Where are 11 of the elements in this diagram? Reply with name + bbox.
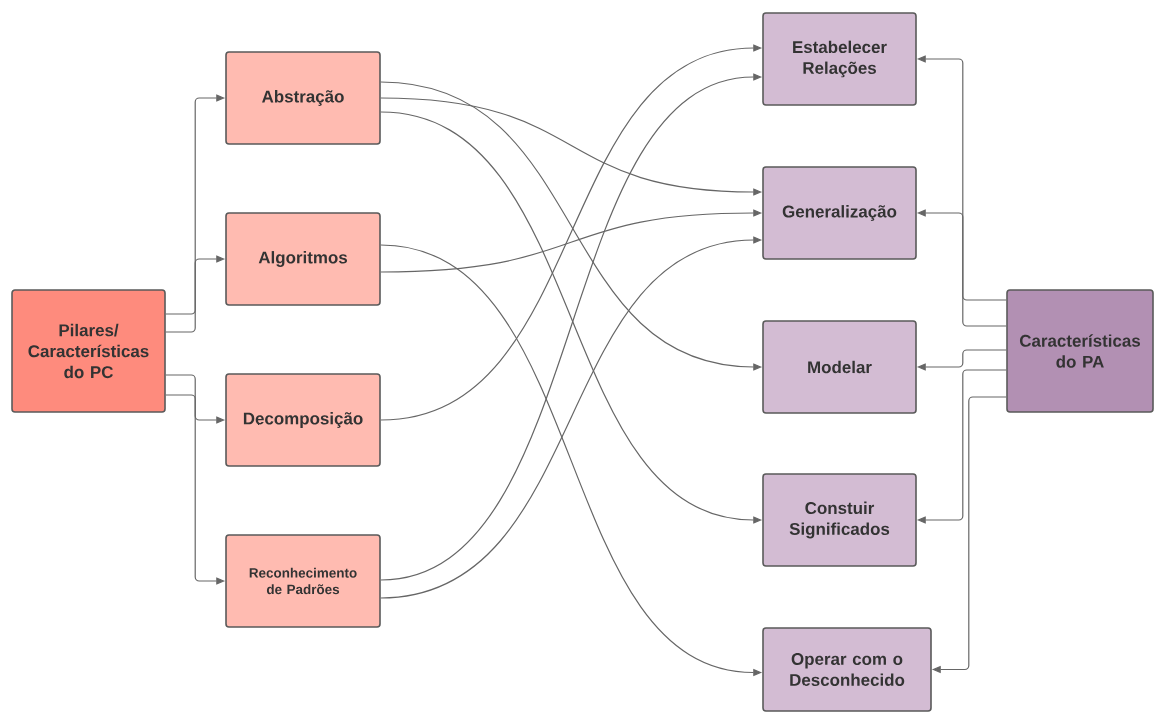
process-box: Reconhecimento de Padrões bbox=[225, 534, 381, 628]
process-box: Decomposição bbox=[225, 373, 381, 467]
process-box: Modelar bbox=[762, 320, 917, 414]
process-box: Constuir Significados bbox=[762, 473, 917, 567]
root-box: Características do PA bbox=[1006, 289, 1154, 413]
process-box: Abstração bbox=[225, 51, 381, 145]
process-box: Algoritmos bbox=[225, 212, 381, 306]
root-box: Pilares/ Características do PC bbox=[11, 289, 166, 413]
process-box: Operar com o Desconhecido bbox=[762, 627, 932, 712]
process-box: Estabelecer Relações bbox=[762, 12, 917, 106]
process-box: Generalização bbox=[762, 166, 917, 260]
